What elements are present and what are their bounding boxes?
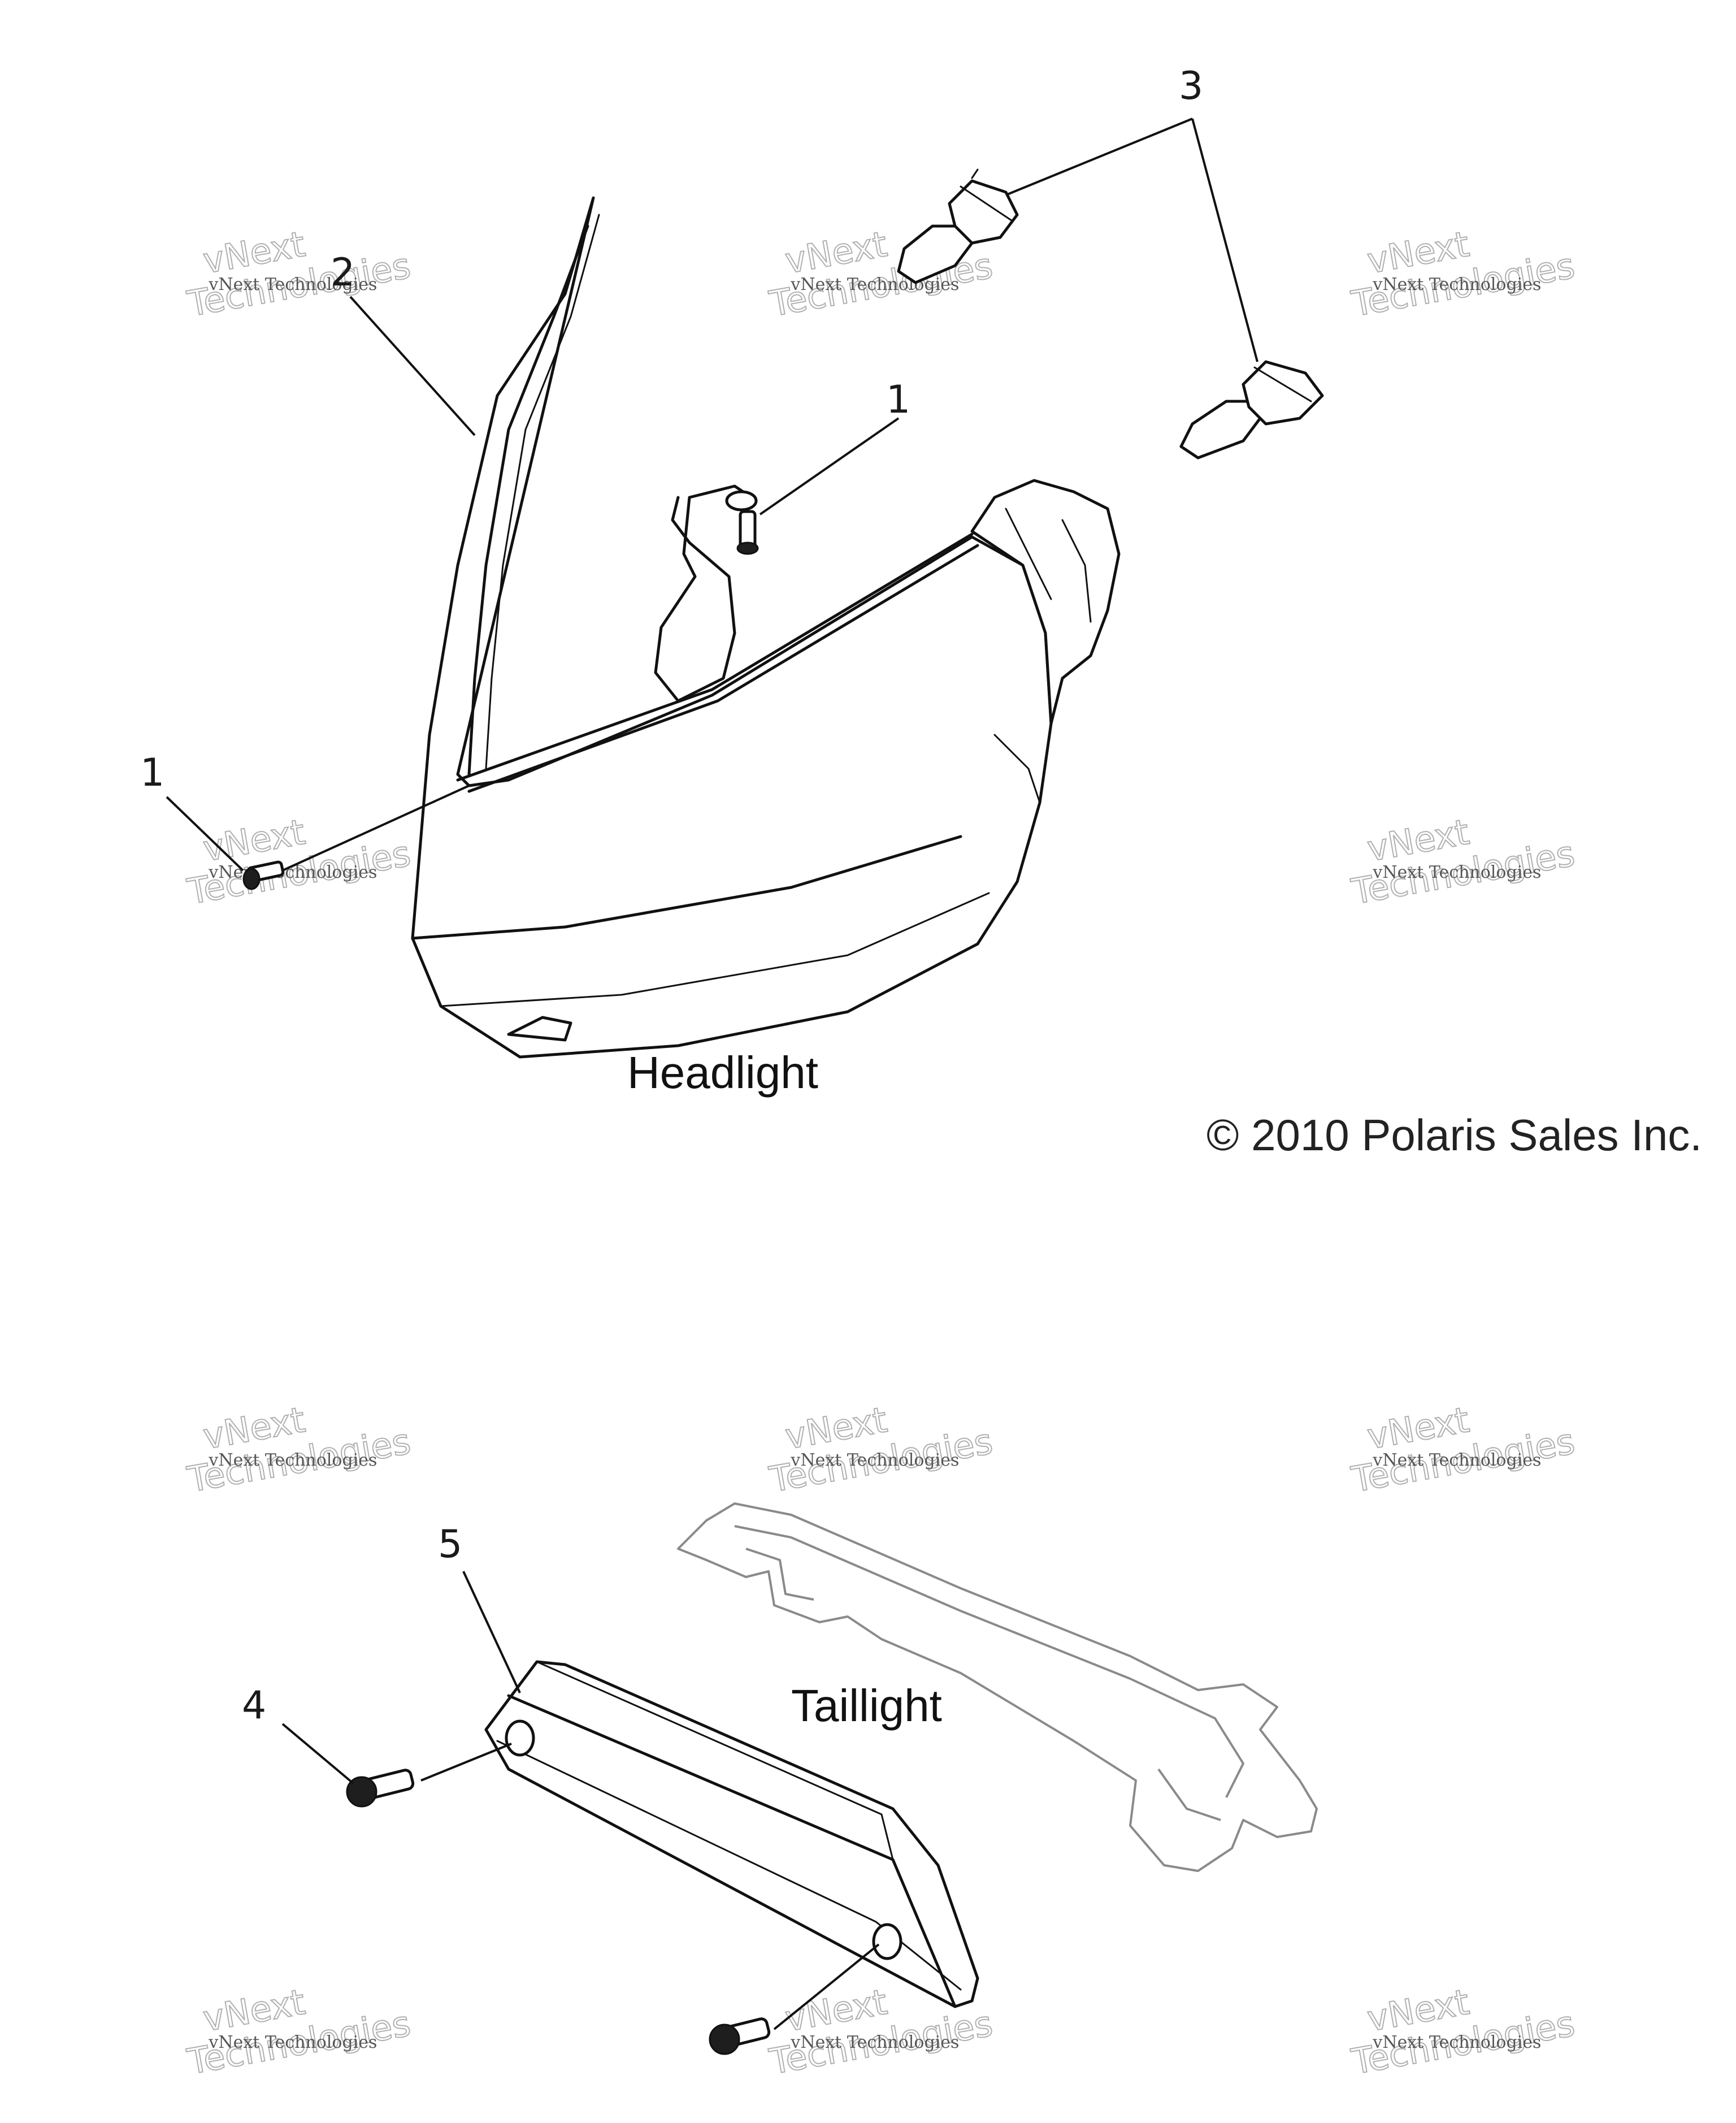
bulb-part-3-upper [897, 168, 1019, 284]
headlight-bottom-tab [507, 1016, 572, 1042]
screw-part-1-upper [736, 510, 759, 555]
watermark-text: vNext Technologies [1372, 275, 1541, 294]
headlight-rear-detail [993, 508, 1092, 804]
leader-line [1005, 118, 1193, 196]
watermark: vNext Technologies vNext Technologies [184, 811, 414, 913]
rear-frame-inner [734, 1525, 1244, 1821]
watermark-text: vNext Technologies [208, 1450, 377, 1470]
callout-1: 1 [886, 378, 910, 422]
headlight-reflector-frame [485, 214, 600, 770]
watermark: vNext Technologies vNext Technologies [1348, 1981, 1578, 2083]
headlight-assembly [411, 196, 1121, 1059]
watermark: vNext Technologies vNext Technologies [184, 1981, 414, 2083]
headlight-rear-mount [970, 479, 1121, 725]
watermark-text: vNext Technologies [790, 1450, 959, 1470]
watermark: vNext Technologies vNext Technologies [1348, 811, 1578, 913]
taillight-frame-context [677, 1502, 1318, 1872]
watermark: vNext Technologies vNext Technologies [1348, 223, 1578, 325]
taillight-lens-face [496, 1740, 962, 1991]
section-title-headlight: Headlight [627, 1047, 818, 1098]
bulb-base-detail [1253, 366, 1312, 402]
taillight-lens-part-5 [484, 1660, 979, 2008]
taillight-mount-hole [505, 1719, 535, 1757]
screw-head [242, 868, 261, 890]
screw-part-4-lower [709, 2017, 771, 2055]
headlight-housing [411, 196, 1053, 1059]
callout-5: 5 [438, 1522, 462, 1567]
taillight-lens-body [484, 1660, 979, 2008]
leader-line [773, 1943, 880, 2030]
taillight-mount-hole [872, 1923, 902, 1960]
headlight-bracket [654, 484, 753, 703]
watermark: vNext Technologies vNext Technologies [1348, 1398, 1578, 1501]
bulb-base [1242, 360, 1324, 426]
taillight-lens-edge [536, 1661, 894, 1861]
leader-line [1191, 118, 1258, 362]
callout-1: 1 [140, 751, 164, 795]
watermark-text: vNext Technologies [1372, 2033, 1541, 2052]
leader-line [462, 1571, 521, 1693]
screw-head [346, 1776, 377, 1808]
watermark: vNext Technologies vNext Technologies [184, 223, 414, 325]
headlight-rim-inner [467, 544, 979, 793]
screw-head [709, 2024, 740, 2055]
watermark-text: vNext Technologies [1372, 863, 1541, 882]
section-title-taillight: Taillight [791, 1680, 942, 1731]
screw-part-1-lower [242, 860, 285, 890]
leader-line [759, 417, 900, 515]
watermark-text: vNext Technologies [790, 2033, 959, 2052]
watermark-text: vNext Technologies [1372, 1450, 1541, 1470]
callout-4: 4 [242, 1683, 266, 1728]
bracket-hole [725, 490, 758, 512]
bulb-base [948, 179, 1019, 245]
bulb-part-3-lower [1179, 360, 1324, 460]
watermark-text: vNext Technologies [208, 2033, 377, 2052]
rear-frame-outline [677, 1502, 1318, 1872]
watermark: vNext Technologies vNext Technologies [766, 1398, 996, 1501]
callout-2: 2 [331, 250, 355, 295]
leader-line [281, 1723, 354, 1784]
headlight-rim [456, 532, 974, 782]
screw-part-4-upper [346, 1769, 415, 1808]
screw-head [736, 541, 759, 555]
leader-line [166, 796, 244, 872]
headlight-lens-lower [440, 892, 990, 1007]
headlight-lens-edge [411, 835, 962, 940]
leader-lines-taillight [281, 1571, 880, 2030]
bulb-glass [1179, 400, 1262, 460]
leader-lines-headlight [166, 118, 1258, 872]
leader-line [282, 785, 470, 872]
leader-line [420, 1743, 512, 1782]
watermark: vNext Technologies vNext Technologies [184, 1398, 414, 1501]
leader-line [349, 296, 476, 436]
watermark-text: vNext Technologies [790, 275, 959, 294]
headlight-reflector-frame [467, 224, 589, 776]
bulb-base-detail [960, 168, 1013, 222]
copyright-notice: © 2010 Polaris Sales Inc. [1206, 1110, 1702, 1160]
callout-3: 3 [1179, 64, 1203, 109]
watermark-text: vNext Technologies [208, 275, 377, 294]
